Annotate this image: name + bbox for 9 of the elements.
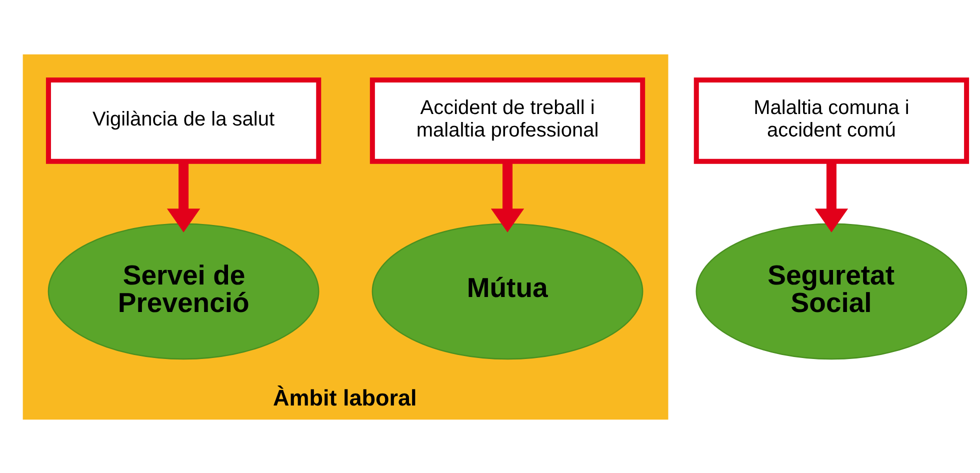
node-ellipse: Servei de Prevenció	[48, 222, 320, 360]
node-ellipse: Mútua	[372, 222, 644, 360]
arrow	[814, 160, 848, 232]
arrow	[490, 160, 524, 232]
node-box: Vigilància de la salut	[46, 77, 322, 164]
node-box: Accident de treball i malaltia professional	[370, 77, 646, 164]
node-ellipse: Seguretat Social	[696, 222, 968, 360]
node-box: Malaltia comuna i accident comú	[694, 77, 970, 164]
arrow	[166, 160, 200, 232]
